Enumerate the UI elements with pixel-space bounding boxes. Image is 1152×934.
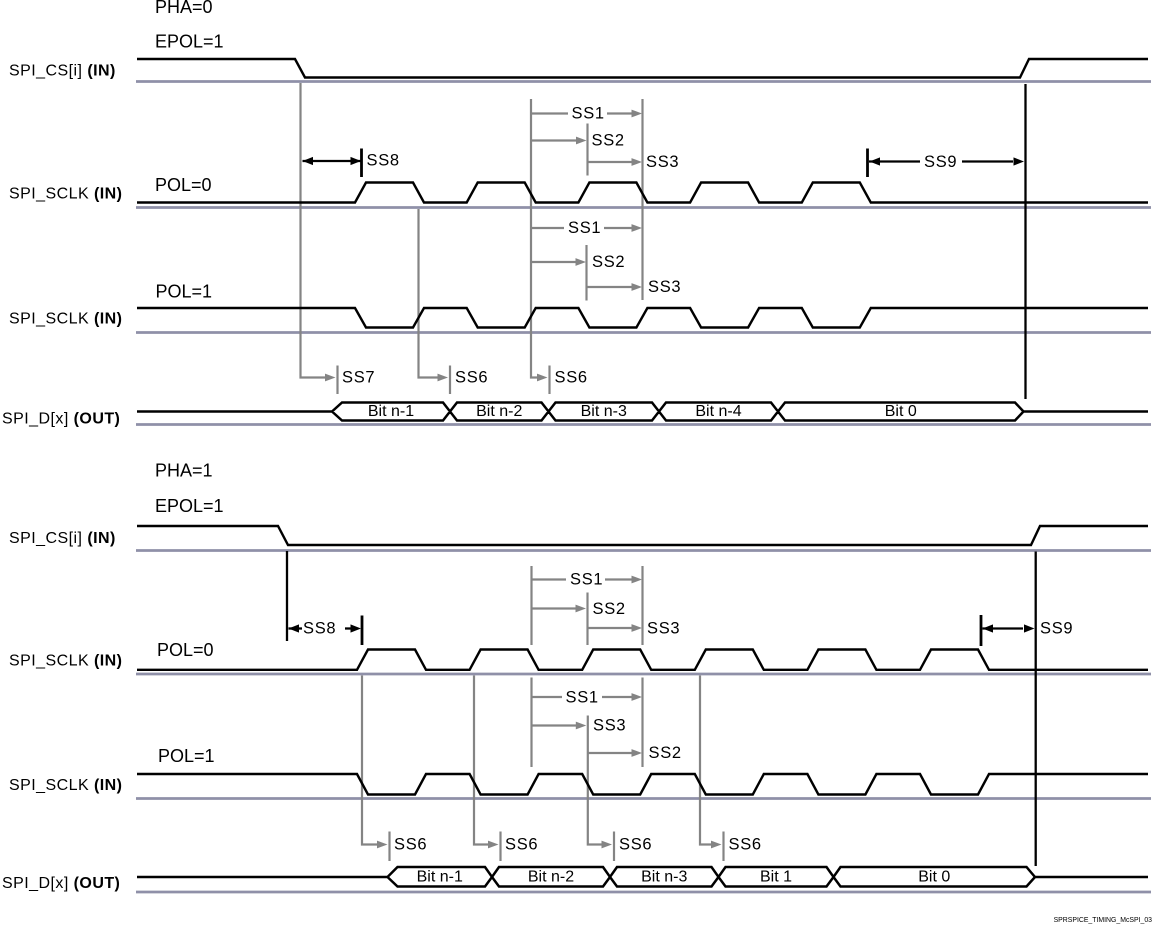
svg-text:SS1: SS1 [570,571,603,589]
svg-text:Bit n-3: Bit n-3 [581,403,627,420]
svg-text:Bit n-2: Bit n-2 [476,403,522,420]
svg-text:EPOL=1: EPOL=1 [155,496,224,516]
svg-text:SS6: SS6 [394,836,427,854]
svg-text:SPI_SCLK (IN): SPI_SCLK (IN) [9,653,122,670]
svg-text:SS9: SS9 [1040,620,1073,638]
svg-text:SS2: SS2 [592,132,625,150]
svg-text:SS3: SS3 [647,620,680,638]
svg-text:SS2: SS2 [592,253,625,271]
svg-text:Bit 0: Bit 0 [885,403,917,420]
svg-text:SPI_SCLK (IN): SPI_SCLK (IN) [9,777,122,794]
svg-text:SPRSPICE_TIMING_McSPI_03: SPRSPICE_TIMING_McSPI_03 [1054,917,1152,924]
svg-text:SS6: SS6 [729,836,762,854]
svg-text:SPI_D[x] (OUT): SPI_D[x] (OUT) [2,411,120,428]
svg-text:SS9: SS9 [924,153,957,171]
svg-text:SS6: SS6 [455,369,488,387]
svg-text:SPI_SCLK (IN): SPI_SCLK (IN) [9,311,122,328]
svg-text:SS3: SS3 [646,153,679,171]
svg-text:SS8: SS8 [303,620,336,638]
svg-text:SS6: SS6 [619,836,652,854]
svg-text:SS1: SS1 [572,105,605,123]
svg-text:POL=0: POL=0 [155,175,212,195]
svg-text:Bit n-4: Bit n-4 [695,403,741,420]
svg-text:POL=1: POL=1 [156,282,213,302]
svg-text:SS7: SS7 [342,369,375,387]
svg-text:SS6: SS6 [555,369,588,387]
svg-text:POL=1: POL=1 [158,746,215,766]
svg-text:POL=0: POL=0 [157,640,214,660]
svg-text:SS3: SS3 [593,717,626,735]
svg-text:Bit n-3: Bit n-3 [641,869,687,886]
svg-text:Bit n-2: Bit n-2 [528,869,574,886]
svg-text:SS3: SS3 [648,278,681,296]
svg-text:SS2: SS2 [593,600,626,618]
svg-text:SPI_CS[i] (IN): SPI_CS[i] (IN) [9,530,116,547]
svg-text:SS6: SS6 [505,836,538,854]
svg-text:SS8: SS8 [367,152,400,170]
svg-text:Bit n-1: Bit n-1 [417,869,463,886]
svg-text:SPI_SCLK (IN): SPI_SCLK (IN) [9,186,122,203]
svg-text:Bit n-1: Bit n-1 [368,403,414,420]
svg-text:Bit 0: Bit 0 [918,869,950,886]
svg-text:SPI_CS[i] (IN): SPI_CS[i] (IN) [9,63,116,80]
svg-text:PHA=0: PHA=0 [155,0,213,17]
svg-text:SS2: SS2 [649,744,682,762]
svg-text:PHA=1: PHA=1 [155,461,213,481]
svg-text:SS1: SS1 [568,219,601,237]
svg-text:SPI_D[x] (OUT): SPI_D[x] (OUT) [2,875,120,892]
svg-text:EPOL=1: EPOL=1 [155,32,224,52]
svg-text:Bit 1: Bit 1 [760,869,792,886]
svg-text:SS1: SS1 [566,689,599,707]
